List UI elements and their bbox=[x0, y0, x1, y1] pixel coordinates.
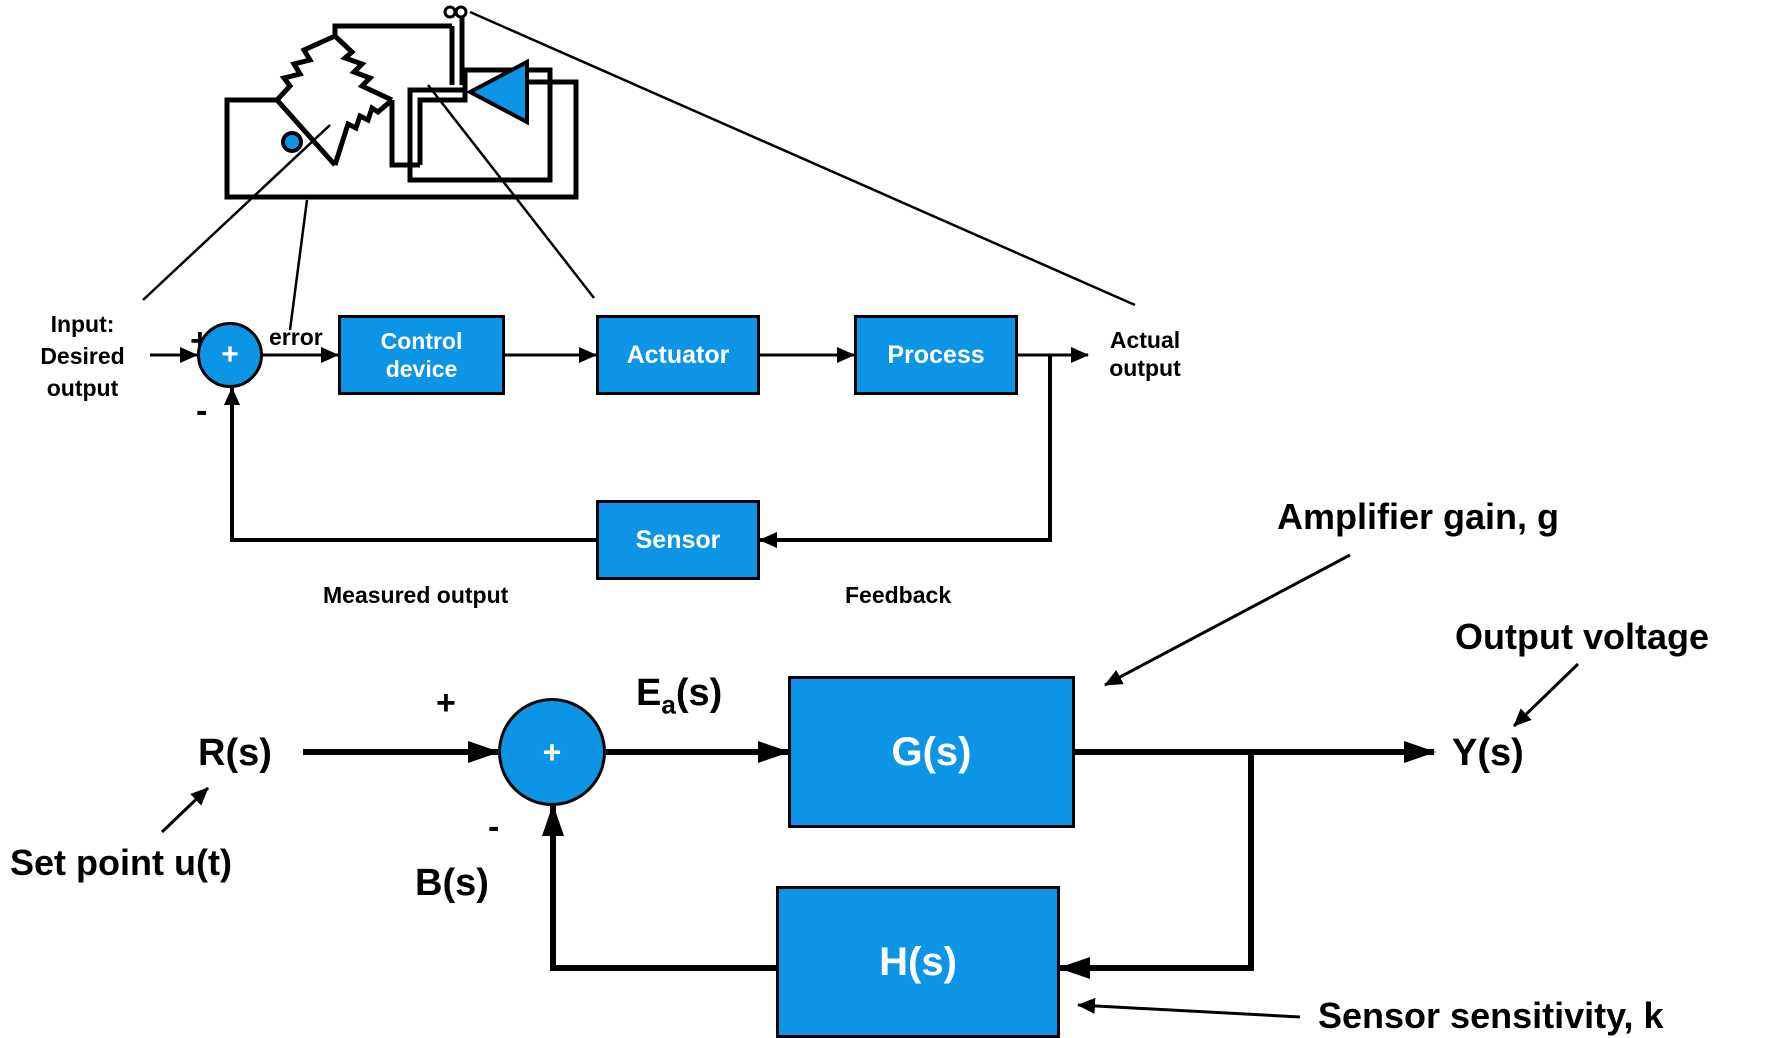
amp-loop bbox=[407, 67, 553, 183]
circuit-frame-left bbox=[224, 79, 579, 200]
sensor-element bbox=[281, 131, 303, 153]
bridge-resistor-top-left bbox=[275, 33, 337, 102]
input-label: Input: Desired output bbox=[20, 310, 145, 402]
amp-gain-label: Amplifier gain, g bbox=[1277, 496, 1560, 537]
hs-label: H(s) bbox=[879, 939, 957, 984]
bottom-sum-symbol: + bbox=[542, 733, 562, 770]
bridge-to-amp-wire bbox=[389, 100, 420, 168]
actual-output-line2: output bbox=[1109, 355, 1181, 381]
top-sum-symbol: + bbox=[221, 338, 239, 371]
terminal-right bbox=[454, 5, 468, 19]
leader-output-voltage bbox=[1512, 662, 1580, 728]
leader-actuator bbox=[427, 84, 595, 299]
feedback-path-bottom bbox=[1058, 752, 1254, 979]
sensor-label: Sensor bbox=[635, 525, 721, 554]
terminal-left bbox=[443, 5, 457, 19]
circuit-illustration bbox=[224, 18, 579, 200]
measured-path-top bbox=[224, 387, 596, 542]
leader-input bbox=[142, 124, 331, 301]
ea-subscript: a bbox=[661, 689, 676, 720]
sensor-sensitivity-label: Sensor sensitivity, k bbox=[1318, 995, 1664, 1036]
bottom-summing-junction: + bbox=[498, 698, 606, 806]
actuator-label: Actuator bbox=[626, 340, 730, 369]
bridge-resistor-bottom-right bbox=[332, 98, 394, 166]
control-device-line1: Control bbox=[380, 328, 463, 354]
actual-output-label: Actual output bbox=[1095, 326, 1195, 382]
error-label: error bbox=[269, 324, 323, 350]
ea-label: Ea(s) bbox=[636, 672, 722, 721]
actuator-block: Actuator bbox=[596, 315, 760, 395]
feedback-label: Feedback bbox=[845, 582, 952, 608]
actual-output-line1: Actual bbox=[1109, 327, 1181, 353]
b-path-bottom bbox=[542, 804, 776, 971]
top-wire bbox=[332, 23, 452, 36]
bridge-resistor-top-right bbox=[333, 34, 394, 103]
setpoint-label: Set point u(t) bbox=[10, 842, 232, 883]
ea-tail: (s) bbox=[675, 672, 723, 714]
ys-label: Y(s) bbox=[1452, 732, 1524, 774]
ea-main: E bbox=[636, 672, 662, 714]
input-label-line3: output bbox=[46, 375, 119, 401]
measured-output-label: Measured output bbox=[323, 582, 509, 608]
bs-label: B(s) bbox=[415, 862, 489, 904]
bottom-plus-sign: + bbox=[436, 684, 456, 722]
leader-setpoint bbox=[160, 786, 210, 834]
bridge-left-bottom bbox=[275, 98, 337, 167]
bottom-minus-sign: - bbox=[488, 808, 500, 846]
feedback-path-top bbox=[759, 355, 1052, 548]
control-device-line2: device bbox=[385, 356, 458, 382]
input-label-line1: Input: bbox=[50, 311, 115, 337]
leader-error bbox=[288, 199, 309, 331]
control-device-block: Control device bbox=[338, 315, 505, 395]
op-amp-triangle bbox=[465, 58, 529, 126]
process-block: Process bbox=[854, 315, 1018, 395]
h-block: H(s) bbox=[776, 886, 1060, 1038]
gs-label: G(s) bbox=[891, 729, 972, 774]
leader-sensor-sens bbox=[1077, 997, 1301, 1019]
sensor-block: Sensor bbox=[596, 500, 760, 580]
process-label: Process bbox=[887, 340, 985, 369]
leader-output bbox=[469, 10, 1136, 307]
top-minus-sign: - bbox=[196, 392, 208, 430]
top-summing-junction: + bbox=[197, 322, 263, 388]
leader-amp-gain bbox=[1104, 553, 1351, 687]
output-voltage-label: Output voltage bbox=[1455, 616, 1709, 657]
rs-label: R(s) bbox=[198, 732, 272, 774]
input-label-line2: Desired bbox=[40, 343, 125, 369]
g-block: G(s) bbox=[788, 676, 1075, 828]
